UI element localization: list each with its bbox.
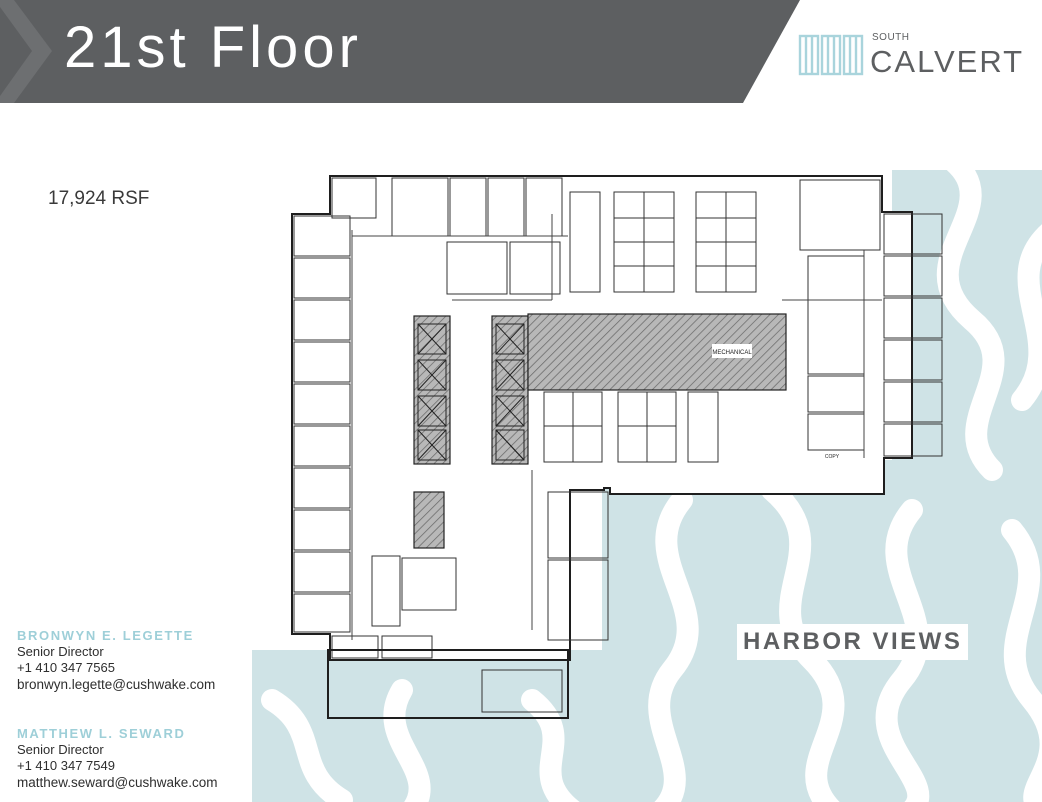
building-logo: SOUTH CALVERT: [798, 28, 1030, 80]
contact-title: Senior Director: [17, 644, 104, 659]
chevron-icon: [0, 0, 52, 103]
logo-south: SOUTH: [872, 32, 910, 43]
left-offices: [293, 215, 351, 633]
header-band: [0, 0, 800, 103]
harbor-views-label: HARBOR VIEWS: [737, 624, 969, 660]
contact-email[interactable]: bronwyn.legette@cushwake.com: [17, 677, 216, 692]
contact-name: BRONWYN E. LEGETTE: [17, 628, 194, 643]
floor-plan-map: MECHANICAL COPY: [252, 170, 1042, 802]
mechanical-label: MECHANICAL: [712, 350, 752, 356]
copy-room-label: COPY: [825, 454, 840, 460]
contact-phone[interactable]: +1 410 347 7549: [17, 758, 115, 773]
workstations: [543, 191, 757, 463]
contact-name: MATTHEW L. SEWARD: [17, 726, 186, 741]
page-title: 21st Floor: [64, 15, 362, 80]
interior-walls: [351, 214, 882, 640]
logo-number-icon: [798, 34, 864, 76]
contact-card: MATTHEW L. SEWARD Senior Director +1 410…: [17, 726, 218, 791]
logo-name: CALVERT: [870, 44, 1025, 79]
rentable-square-feet: 17,924 RSF: [48, 188, 150, 209]
contact-title: Senior Director: [17, 742, 104, 757]
elevator-shafts: [417, 323, 525, 461]
lower-rooms: [327, 491, 609, 719]
contact-card: BRONWYN E. LEGETTE Senior Director +1 41…: [17, 628, 215, 693]
contact-phone[interactable]: +1 410 347 7565: [17, 660, 115, 675]
contact-email[interactable]: matthew.seward@cushwake.com: [17, 775, 218, 790]
